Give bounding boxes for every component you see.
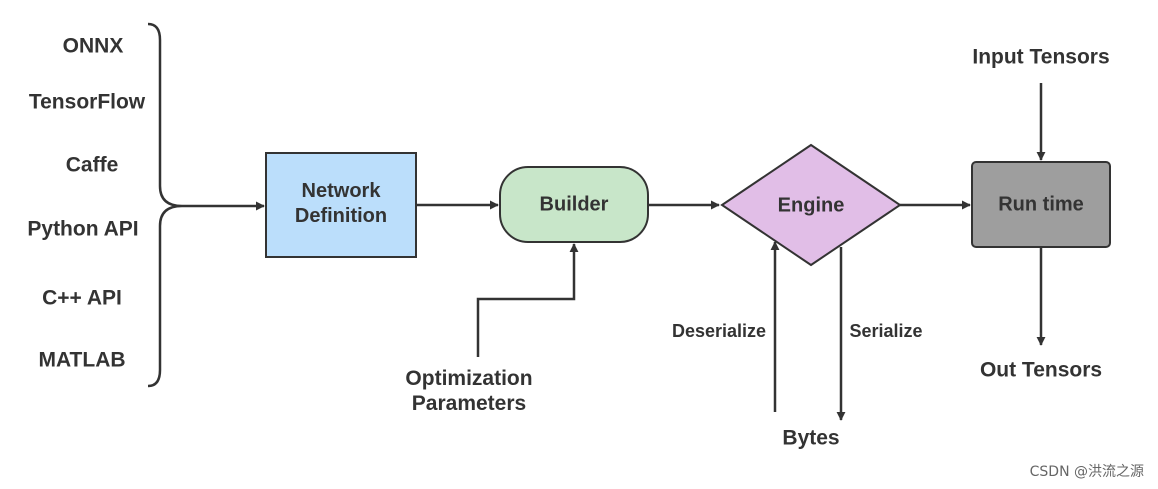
engine-label: Engine — [777, 194, 845, 217]
optimization-parameters-label: Optimization Parameters — [405, 366, 532, 416]
input-label-python-api: Python API — [27, 217, 139, 241]
network-definition-line2: Definition — [294, 205, 388, 227]
input-label-onnx: ONNX — [62, 34, 124, 58]
runtime-label: Run time — [998, 193, 1084, 216]
arrow-optimization-to-builder — [476, 243, 579, 357]
input-brace — [147, 22, 183, 388]
input-label-matlab: MATLAB — [38, 348, 126, 372]
watermark: CSDN @洪流之源 — [1029, 464, 1144, 480]
network-definition-line1: Network — [301, 180, 381, 202]
input-tensors-label: Input Tensors — [972, 45, 1110, 69]
optimization-line2: Parameters — [411, 392, 527, 415]
runtime-box — [971, 161, 1111, 248]
optimization-line1: Optimization — [405, 366, 533, 390]
input-label-tensorflow: TensorFlow — [28, 90, 146, 114]
input-label-cpp-api: C++ API — [42, 286, 122, 310]
bytes-label: Bytes — [782, 426, 840, 450]
input-label-caffe: Caffe — [65, 153, 119, 177]
builder-label: Builder — [539, 193, 609, 216]
deserialize-label: Deserialize — [671, 321, 767, 342]
out-tensors-label: Out Tensors — [979, 358, 1103, 382]
network-definition-label: Network Definition — [295, 179, 387, 229]
serialize-label: Serialize — [849, 321, 923, 342]
